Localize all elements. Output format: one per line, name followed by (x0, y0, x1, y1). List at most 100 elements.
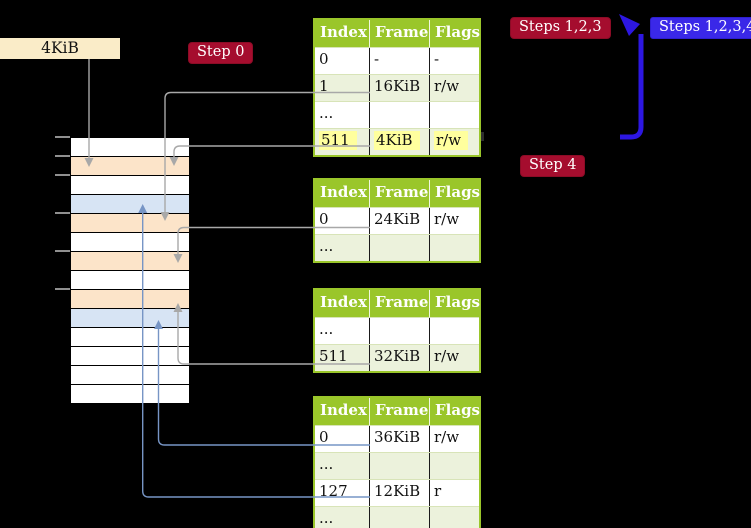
table-cell: ... (319, 509, 334, 527)
table-header-cell-flags: Flags (429, 398, 480, 425)
table-row: ... (315, 234, 479, 261)
table-cell (429, 102, 479, 128)
memory-frame-row-1 (71, 157, 189, 176)
table-cell: 36KiB (369, 426, 429, 452)
memory-frame-row-12 (71, 366, 189, 385)
table-header-cell-index: Index (320, 23, 367, 41)
table-header-cell-frame: Frame (369, 290, 429, 317)
table-row: 511 4KiB r/w (315, 128, 479, 155)
table-cell: ... (319, 455, 334, 473)
table-cell (429, 453, 479, 479)
memory-frame-row-11 (71, 347, 189, 366)
memory-frame-row-0 (71, 138, 189, 157)
physical-memory-column (70, 137, 190, 404)
memory-tick (55, 136, 70, 138)
table-cell: 24KiB (369, 208, 429, 234)
table-cell: 511 (315, 129, 369, 155)
table-cell: r/w (429, 426, 479, 452)
table-cell: ... (319, 320, 334, 338)
table-row: ... (315, 317, 479, 344)
table-cell: - (429, 48, 479, 74)
table-cell (369, 235, 429, 261)
table-row: ... (315, 101, 479, 128)
memory-frame-row-8 (71, 290, 189, 309)
memory-frame-row-6 (71, 252, 189, 271)
table-cell (429, 235, 479, 261)
table-cell: 0 (319, 428, 329, 446)
table-header-cell-frame: Frame (369, 180, 429, 207)
memory-frame-row-5 (71, 233, 189, 252)
table-cell: 12KiB (369, 480, 429, 506)
table-cell: 0 (319, 50, 329, 68)
table-header-cell-frame: Frame (369, 20, 429, 47)
table-row: ... (315, 506, 479, 528)
table1-edge-notch (481, 132, 484, 141)
table-cell: r (429, 480, 479, 506)
memory-tick (55, 288, 70, 290)
steps-1234-badge: Steps 1,2,3,4 (650, 17, 751, 39)
table-header-cell-flags: Flags (429, 290, 480, 317)
table-cell: 4KiB (369, 129, 429, 155)
table-cell: r/w (429, 345, 479, 371)
table-cell: ... (319, 237, 334, 255)
table-cell: r/w (429, 129, 479, 155)
table-header-cell-index: Index (320, 401, 367, 419)
memory-tick (55, 155, 70, 157)
table-cell: 16KiB (369, 75, 429, 101)
thick-steps-arrow-arrowhead (619, 14, 640, 36)
table-cell: 127 (319, 482, 348, 500)
page-size-label: 4KiB (0, 38, 120, 59)
table-header-cell-frame: Frame (369, 398, 429, 425)
highlighted-cell-text: 511 (319, 131, 357, 150)
step-4-badge: Step 4 (520, 155, 586, 177)
step-0-badge: Step 0 (188, 42, 254, 64)
memory-frame-row-4 (71, 214, 189, 233)
table-header-cell-index: Index (320, 183, 367, 201)
table-cell (369, 453, 429, 479)
table-cell: 511 (319, 347, 348, 365)
memory-frame-row-2 (71, 176, 189, 195)
table-cell: r/w (429, 75, 479, 101)
thick-steps-arrow (620, 34, 644, 140)
highlighted-cell-text: r/w (434, 131, 469, 150)
table-cell: 0 (319, 210, 329, 228)
table-cell (369, 102, 429, 128)
table-header-cell-index: Index (320, 293, 367, 311)
table-cell: 32KiB (369, 345, 429, 371)
memory-tick (55, 212, 70, 214)
table-cell: r/w (429, 208, 479, 234)
memory-tick (55, 250, 70, 252)
table-cell (429, 507, 479, 528)
memory-frame-row-13 (71, 385, 189, 403)
memory-frame-row-7 (71, 271, 189, 290)
table-cell: - (369, 48, 429, 74)
table-header-cell-flags: Flags (429, 20, 480, 47)
steps-123-badge: Steps 1,2,3 (510, 17, 611, 39)
table-cell: 1 (319, 77, 329, 95)
table-row: 0 -- (315, 47, 479, 74)
highlighted-cell-text: 4KiB (374, 131, 420, 150)
table-row: ... (315, 452, 479, 479)
memory-frame-row-3 (71, 195, 189, 214)
memory-frame-row-10 (71, 328, 189, 347)
table-cell (369, 318, 429, 344)
memory-tick (55, 174, 70, 176)
memory-frame-row-9 (71, 309, 189, 328)
table-cell: ... (319, 104, 334, 122)
table-header-cell-flags: Flags (429, 180, 480, 207)
table-cell (369, 507, 429, 528)
table-cell (429, 318, 479, 344)
